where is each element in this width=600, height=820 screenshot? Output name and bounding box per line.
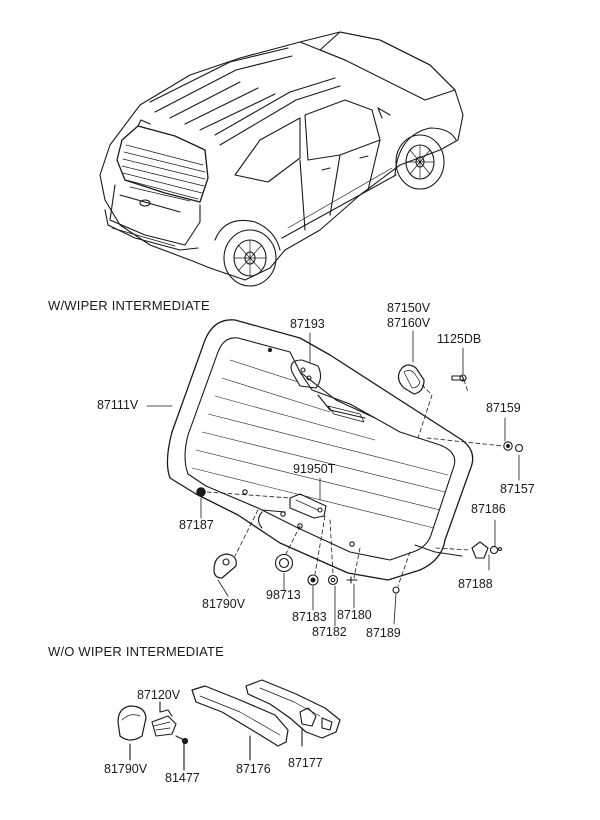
part-label-87182: 87182: [312, 625, 347, 639]
part-label-98713: 98713: [266, 588, 301, 602]
part-label-87188: 87188: [458, 577, 493, 591]
rear-window-glass-with-wiper: [166, 319, 474, 581]
part-label-87160V: 87160V: [387, 316, 431, 330]
part-label-87186: 87186: [471, 502, 506, 516]
part-label-87120V: 87120V: [137, 688, 181, 702]
part-label-87111V: 87111V: [97, 398, 139, 412]
part-label-87187: 87187: [179, 518, 214, 532]
part-label-87150V: 87150V: [387, 301, 431, 315]
part-label-81790V-with-wiper: 81790V: [202, 597, 246, 611]
part-label-81790V-without-wiper: 81790V: [104, 762, 148, 776]
part-label-87183: 87183: [292, 610, 327, 624]
part-label-91950T: 91950T: [293, 462, 336, 476]
part-label-87193: 87193: [290, 317, 325, 331]
vehicle-illustration: [99, 31, 464, 287]
leader-lines: [146, 330, 520, 627]
section-title-with-wiper: W/WIPER INTERMEDIATE: [48, 298, 210, 313]
hardware-parts: [196, 364, 524, 594]
part-label-87180: 87180: [337, 608, 372, 622]
section-title-without-wiper: W/O WIPER INTERMEDIATE: [48, 644, 225, 659]
part-label-1125DB: 1125DB: [437, 332, 482, 346]
parts-without-wiper: [117, 679, 341, 771]
part-label-87159: 87159: [486, 401, 521, 415]
part-label-81477: 81477: [165, 771, 200, 785]
part-label-87177: 87177: [288, 756, 323, 770]
part-label-87157: 87157: [500, 482, 535, 496]
part-label-87189: 87189: [366, 626, 401, 640]
part-label-87176: 87176: [236, 762, 271, 776]
